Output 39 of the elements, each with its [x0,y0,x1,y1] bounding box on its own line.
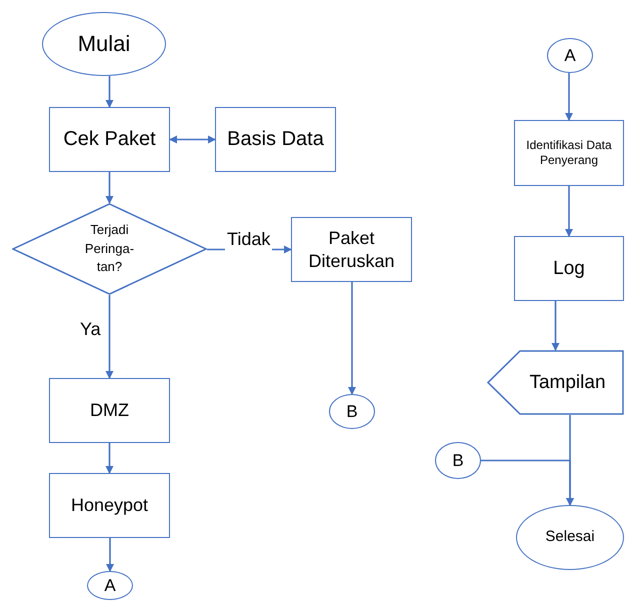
node-text: DMZ [89,399,130,422]
connector-arrow [481,460,574,506]
process-box [291,217,412,282]
node-text: A [103,574,117,596]
node-text: Selesai [544,528,596,547]
connector-arrow [106,443,114,474]
node-text: Mulai [76,30,132,58]
connector-arrow [106,295,114,379]
connector-arrow [106,172,114,204]
process-box [49,378,170,443]
display-shape [487,350,624,415]
process-box [49,107,170,172]
process-box [49,473,170,538]
terminator-ellipse [547,38,593,73]
connector-arrow [106,76,114,108]
node-text: Identifikasi Data Penyerang [525,138,613,168]
terminator-ellipse [87,571,133,600]
connector-arrow [565,186,573,237]
node-text: Terjadi Peringa- tan? [84,220,136,276]
node-text: A [563,44,577,66]
process-box [514,236,624,301]
connector-arrow [552,301,560,351]
node-text: Basis Data [226,127,325,152]
process-box [514,120,624,186]
connector-arrow [348,282,356,395]
node-text: Tampilan [528,370,606,394]
connector-arrow [169,136,216,144]
terminator-ellipse [435,442,481,479]
connector-arrow [565,73,573,121]
node-text: Honeypot [70,494,150,517]
node-text: Log [552,256,586,280]
node-text: B [451,450,465,472]
terminator-ellipse [329,394,375,429]
node-text: B [345,400,359,422]
process-box [215,107,336,172]
decision-diamond [12,203,207,295]
node-text: Paket Diteruskan [307,227,396,272]
node-text: Cek Paket [62,127,157,152]
connector-arrow [106,538,114,572]
